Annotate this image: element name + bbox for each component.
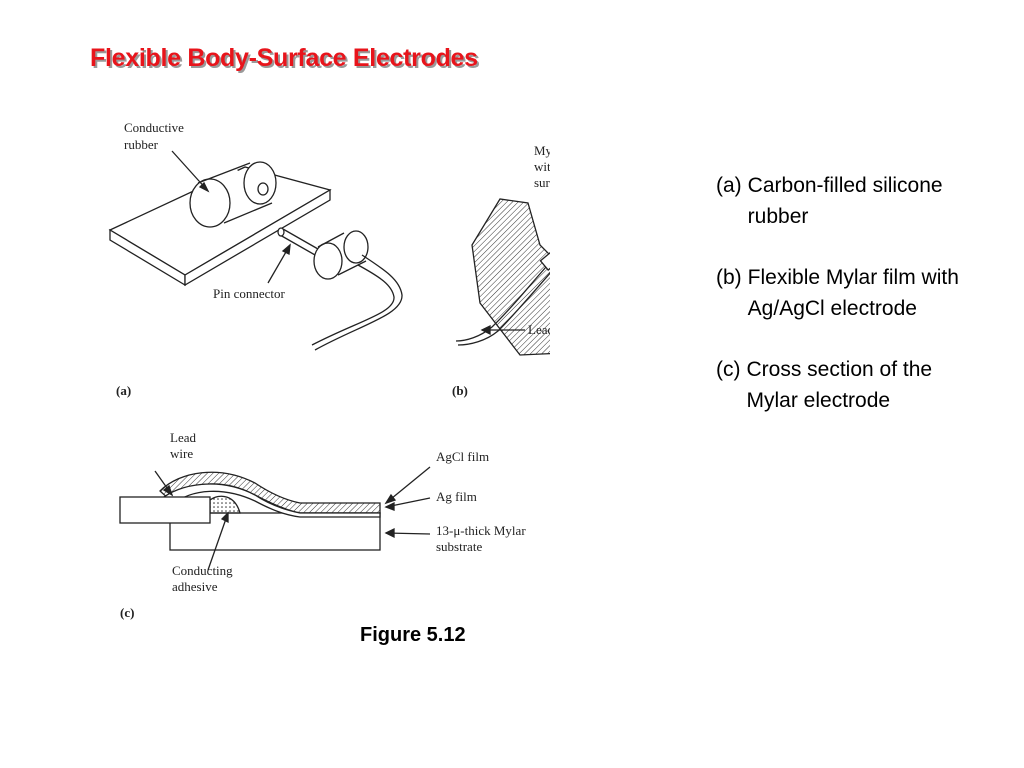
description-tag: (b): [716, 266, 742, 289]
label-conducting-adhesive-2: adhesive: [172, 579, 218, 594]
panel-a-tag: (a): [116, 383, 131, 398]
description-item-c: (c) Cross section of the Mylar electrode: [716, 354, 966, 416]
label-lead-wire-c-2: wire: [170, 446, 193, 461]
panel-a-drawing: [108, 150, 403, 351]
label-pin-connector: Pin connector: [213, 286, 286, 301]
label-lead-wire-c-1: Lead: [170, 430, 196, 445]
panel-c-tag: (c): [120, 605, 134, 620]
label-conducting-adhesive-1: Conducting: [172, 563, 233, 578]
description-tag: (a): [716, 174, 742, 197]
panel-b-drawing: [455, 198, 550, 356]
label-ag-film: Ag film: [436, 489, 477, 504]
description-list: (a) Carbon-filled silicone rubber (b) Fl…: [716, 170, 966, 446]
description-text: Carbon-filled silicone rubber: [747, 174, 943, 228]
description-item-b: (b) Flexible Mylar film with Ag/AgCl ele…: [716, 262, 966, 324]
electrode-figure: Conductive rubber Pin connector (a) Myla…: [108, 120, 550, 620]
panel-c-drawing: [119, 466, 431, 571]
description-text: Cross section of the Mylar electrode: [746, 358, 933, 412]
label-mylar-substrate-1: 13-μ-thick Mylar: [436, 523, 526, 538]
label-lead-wire-b: Lead wire: [528, 322, 550, 337]
label-agcl-film: AgCl film: [436, 449, 489, 464]
description-text: Flexible Mylar film with Ag/AgCl electro…: [747, 266, 959, 320]
label-conductive-rubber-2: rubber: [124, 137, 159, 152]
label-mylar-film-1: Mylar film: [534, 143, 550, 158]
panel-b-tag: (b): [452, 383, 468, 398]
description-tag: (c): [716, 358, 741, 381]
label-conductive-rubber-1: Conductive: [124, 120, 184, 135]
label-mylar-film-3: surface: [534, 175, 550, 190]
description-item-a: (a) Carbon-filled silicone rubber: [716, 170, 966, 232]
label-mylar-substrate-2: substrate: [436, 539, 482, 554]
slide-title: Flexible Body-Surface Electrodes: [90, 44, 478, 72]
figure-caption: Figure 5.12: [360, 624, 466, 646]
label-mylar-film-2: with AgCl: [534, 159, 550, 174]
